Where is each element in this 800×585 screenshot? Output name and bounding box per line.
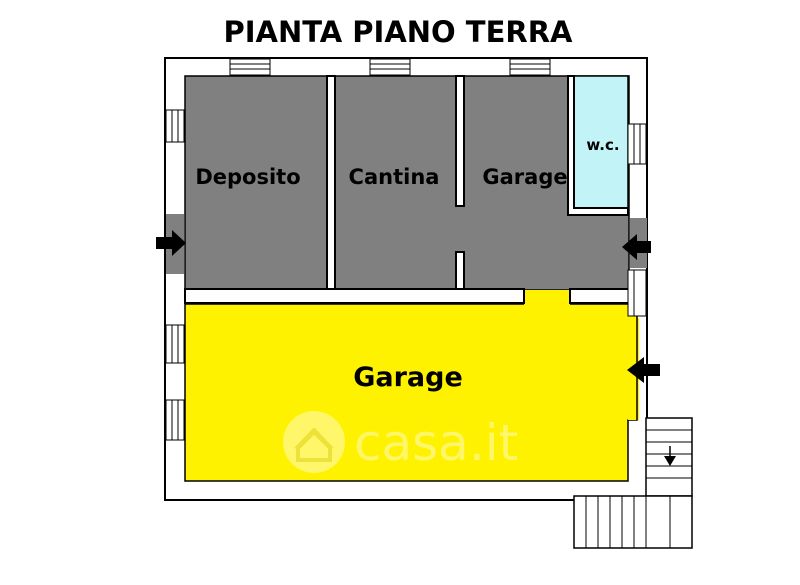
upper-rooms-area [184, 75, 630, 291]
window-top-left [229, 58, 271, 76]
arrow-left-icon [627, 357, 660, 383]
window-right-1 [627, 123, 647, 165]
wc-wall [567, 75, 629, 216]
window-top-middle [369, 58, 411, 76]
garage-opening [524, 290, 570, 305]
wall-middle-left [184, 288, 525, 304]
window-right-2 [627, 269, 647, 317]
arrow-right-icon [156, 230, 186, 256]
arrow-down-icon [664, 446, 676, 466]
casa-logo-icon [283, 411, 345, 473]
room-label-garage-small: Garage [482, 165, 567, 189]
window-top-right [509, 58, 551, 76]
wall-middle-right [569, 288, 630, 304]
room-label-deposito: Deposito [195, 165, 300, 189]
room-label-garage-large: Garage [353, 362, 463, 393]
room-label-cantina: Cantina [349, 165, 440, 189]
watermark: casa.it [283, 411, 518, 473]
watermark-text: casa.it [354, 414, 518, 472]
stairs [573, 417, 693, 549]
window-left-1 [165, 109, 185, 143]
page-title: PIANTA PIANO TERRA [223, 15, 573, 49]
wall-cantina-garage-upper [455, 75, 465, 207]
room-label-wc: w.c. [586, 136, 619, 154]
wall-deposito-cantina [326, 75, 336, 291]
window-left-2 [165, 324, 185, 364]
wc-room [571, 75, 629, 213]
window-left-3 [165, 399, 185, 441]
arrow-left-icon [622, 234, 651, 260]
wall-cantina-garage-lower [455, 251, 465, 291]
